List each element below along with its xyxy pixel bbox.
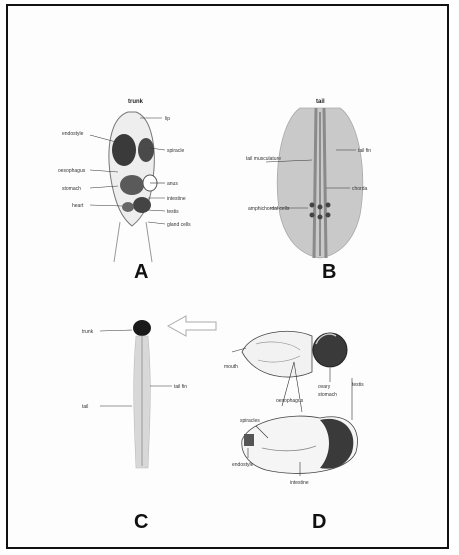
label-gland-cells: gland cells <box>167 222 191 228</box>
panel-c: trunk tail fin tail C <box>82 320 187 533</box>
larva-trunk <box>133 320 151 336</box>
organ-endostyle <box>112 134 136 166</box>
label-testis: testis <box>167 209 179 215</box>
label-anus: anus <box>167 181 178 187</box>
label-tail-fin-b: tail fin <box>358 148 371 154</box>
panel-d: mouth oesophagus ovary stomach testis sp… <box>224 331 364 533</box>
label-intestine-d: intestine <box>290 480 309 486</box>
label-spiracle: spiracle <box>167 148 184 154</box>
panel-a-letter: A <box>134 261 148 283</box>
label-lip: lip <box>165 116 170 122</box>
panel-c-letter: C <box>134 511 148 533</box>
label-ovary: ovary <box>318 384 331 390</box>
panel-d-letter: D <box>312 511 326 533</box>
label-oesophagus-d: oesophagus <box>276 398 304 404</box>
label-endostyle-d: endostyle <box>232 462 254 468</box>
organ-heart <box>133 197 151 213</box>
organ-spiracle <box>138 138 154 162</box>
label-testis-d: testis <box>352 382 364 388</box>
panel-b: tail tail musculature tail fin chorda am… <box>246 99 371 283</box>
juvenile-ovary-ball <box>313 333 347 367</box>
label-notochord: chorda <box>352 186 368 192</box>
panel-b-title: tail <box>316 99 325 105</box>
juvenile-upper-body <box>242 331 312 377</box>
organ-gland <box>122 202 134 212</box>
label-tail-musculature: tail musculature <box>246 156 281 162</box>
label-amphichordal-cells: amphichordal cells <box>248 206 290 212</box>
organ-stomach <box>120 175 144 195</box>
juvenile-endostyle-block <box>244 434 254 446</box>
hollow-arrow-icon <box>168 316 216 336</box>
tail-stub <box>114 222 152 262</box>
label-tail-c: tail <box>82 404 88 410</box>
label-endostyle: endostyle <box>62 131 84 137</box>
panel-a-title: trunk <box>128 99 144 105</box>
panel-b-letter: B <box>322 261 336 283</box>
label-intestine: intestine <box>167 196 186 202</box>
label-heart: heart <box>72 203 84 209</box>
label-larva-trunk: trunk <box>82 329 94 335</box>
panel-a: trunk lip endostyle spiracle oesophagus <box>58 99 191 283</box>
label-stomach-d: stomach <box>318 392 337 398</box>
label-spiracles: spiracles <box>240 418 260 424</box>
label-tail-fin-c: tail fin <box>174 384 187 390</box>
label-stomach: stomach <box>62 186 81 192</box>
label-mouth: mouth <box>224 364 238 370</box>
label-oesophagus: oesophagus <box>58 168 86 174</box>
